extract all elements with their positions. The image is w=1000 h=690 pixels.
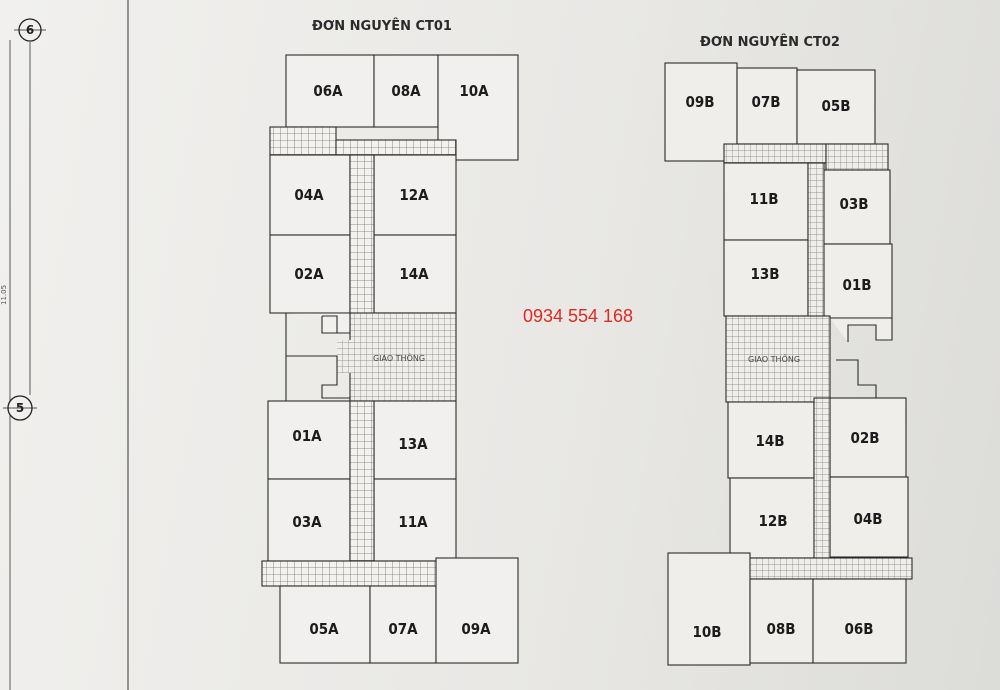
unit-13A <box>373 400 457 480</box>
unit-05B <box>796 69 876 145</box>
grid-axis <box>9 0 129 690</box>
unit-06A <box>285 54 375 128</box>
unit-01B <box>821 243 893 319</box>
unit-01A <box>267 400 351 480</box>
unit-13B <box>723 239 809 317</box>
corridor-top <box>269 126 337 156</box>
unit-11A <box>373 478 457 562</box>
unit-12A <box>373 154 457 236</box>
unit-04B <box>829 476 909 558</box>
unit-label: 03B <box>839 195 868 213</box>
dimension-label: 11.05 <box>0 285 8 305</box>
stair-notch <box>836 359 897 402</box>
unit-label: 12A <box>399 186 429 204</box>
core-label: GIAO THÔNG <box>373 352 425 363</box>
unit-label: 11B <box>749 190 778 208</box>
unit-08B <box>749 578 814 664</box>
traffic-core <box>725 315 831 403</box>
corridor-top <box>723 143 827 164</box>
unit-label: 10B <box>692 623 721 641</box>
unit-label: 10A <box>459 82 489 100</box>
corridor-bottom <box>729 557 913 580</box>
unit-14B <box>727 401 815 479</box>
unit-label: 07B <box>751 93 780 111</box>
unit-label: 04B <box>853 510 882 528</box>
unit-label: 13A <box>398 435 428 453</box>
corridor-vertical <box>349 400 375 562</box>
unit-09A <box>435 557 519 664</box>
unit-07A <box>369 585 437 664</box>
corridor-vertical <box>813 397 831 559</box>
unit-label: 12B <box>758 512 787 530</box>
unit-label: 13B <box>750 265 779 283</box>
corridor-vertical <box>807 162 825 319</box>
unit-02A <box>269 234 351 314</box>
grid-marker-5: 5 <box>3 395 37 421</box>
unit-label: 08A <box>391 82 421 100</box>
unit-05A <box>279 585 371 664</box>
unit-label: 11A <box>398 513 428 531</box>
core-label: GIAO THÔNG <box>748 353 800 364</box>
unit-10B <box>667 552 751 666</box>
stair-notch <box>284 312 351 334</box>
building-title: ĐƠN NGUYÊN CT02 <box>700 34 840 50</box>
unit-label: 05A <box>309 620 339 638</box>
ct01-unit-labels: 06A 08A 10A 04A 12A 02A 14A 01A 13A 03A … <box>292 82 491 638</box>
ct02-unit-labels: 09B 07B 05B 11B 03B 13B 01B 14B 02B 12B … <box>685 93 882 641</box>
unit-label: 09B <box>685 93 714 111</box>
unit-label: 06A <box>313 82 343 100</box>
unit-label: 14A <box>399 265 429 283</box>
unit-label: 02B <box>850 429 879 447</box>
stair-notch <box>830 317 893 342</box>
unit-label: 05B <box>821 97 850 115</box>
corridor-top <box>335 139 457 156</box>
corridor-bottom <box>261 560 459 587</box>
stair-notch <box>286 355 351 401</box>
unit-label: 01B <box>842 276 871 294</box>
unit-14A <box>373 234 457 314</box>
unit-03B <box>821 169 891 245</box>
unit-11B <box>723 162 809 241</box>
grid-marker-label: 6 <box>26 23 34 37</box>
unit-06B <box>812 578 907 664</box>
corridor-vertical <box>349 154 375 316</box>
unit-label: 09A <box>461 620 491 638</box>
unit-04A <box>269 154 351 236</box>
unit-02B <box>829 397 907 478</box>
unit-label: 03A <box>292 513 322 531</box>
unit-08A <box>373 54 439 128</box>
unit-03A <box>267 478 351 562</box>
grid-marker-6: 6 <box>14 18 46 42</box>
unit-label: 01A <box>292 427 322 445</box>
grid-marker-label: 5 <box>16 401 24 415</box>
traffic-core <box>349 312 457 402</box>
building-title: ĐƠN NGUYÊN CT01 <box>312 18 452 34</box>
building-ct01: ĐƠN NGUYÊN CT01 GIAO THÔNG <box>261 18 519 664</box>
phone-number: 0934 554 168 <box>523 306 633 326</box>
building-ct02: ĐƠN NGUYÊN CT02 GIAO THÔNG <box>664 34 913 666</box>
unit-label: 14B <box>755 432 784 450</box>
unit-label: 08B <box>766 620 795 638</box>
traffic-core <box>337 340 352 373</box>
unit-label: 06B <box>844 620 873 638</box>
unit-label: 02A <box>294 265 324 283</box>
unit-label: 07A <box>388 620 418 638</box>
corridor-top <box>825 143 889 171</box>
unit-label: 04A <box>294 186 324 204</box>
